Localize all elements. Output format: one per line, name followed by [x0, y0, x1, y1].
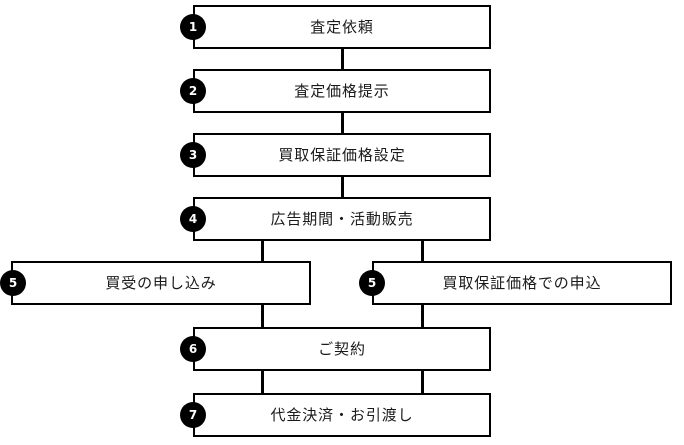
- connector-step5-right-step6: [421, 304, 424, 327]
- flow-step-5-left-label: 買受の申し込み: [105, 273, 217, 292]
- connector-step6-step7-right: [421, 370, 424, 393]
- flow-step-5-right-box[interactable]: 買取保証価格での申込: [372, 261, 672, 305]
- connector-step4-branch-left: [261, 240, 264, 262]
- flow-step-5-left-badge: 5: [0, 270, 26, 296]
- flow-step-3-label: 買取保証価格設定: [278, 145, 406, 164]
- flow-step-4-box[interactable]: 広告期間・活動販売: [193, 197, 491, 241]
- flow-step-1-box[interactable]: 査定依頼: [193, 5, 491, 49]
- flow-step-5-right-badge: 5: [359, 270, 385, 296]
- flow-step-1-label: 査定依頼: [310, 17, 374, 36]
- flow-step-5-left-box[interactable]: 買受の申し込み: [11, 261, 311, 305]
- flow-step-1-badge: 1: [180, 14, 206, 40]
- flow-step-4-number: 4: [188, 212, 198, 226]
- flow-step-4-label: 広告期間・活動販売: [270, 209, 414, 228]
- flow-step-5-right-label: 買取保証価格での申込: [442, 273, 602, 292]
- flow-step-6-number: 6: [188, 342, 198, 356]
- flow-step-6-box[interactable]: ご契約: [193, 327, 491, 371]
- connector-step1-step2: [341, 48, 344, 69]
- flow-step-3-badge: 3: [180, 142, 206, 168]
- connector-step4-branch-right: [421, 240, 424, 262]
- flow-step-7-label: 代金決済・お引渡し: [270, 405, 414, 424]
- flow-step-6-label: ご契約: [318, 339, 366, 358]
- flow-step-7-badge: 7: [180, 402, 206, 428]
- connector-step3-step4: [341, 176, 344, 197]
- flow-step-2-label: 査定価格提示: [294, 81, 390, 100]
- flow-step-2-box[interactable]: 査定価格提示: [193, 69, 491, 113]
- flow-step-2-number: 2: [188, 84, 198, 98]
- connector-step5-left-step6: [261, 304, 264, 327]
- flow-step-7-box[interactable]: 代金決済・お引渡し: [193, 393, 491, 437]
- flow-step-7-number: 7: [188, 408, 198, 422]
- flow-step-2-badge: 2: [180, 78, 206, 104]
- flow-step-1-number: 1: [188, 20, 198, 34]
- flow-step-4-badge: 4: [180, 206, 206, 232]
- connector-step6-step7-left: [261, 370, 264, 393]
- flow-step-3-box[interactable]: 買取保証価格設定: [193, 133, 491, 177]
- connector-step2-step3: [341, 112, 344, 133]
- flow-step-5-right-number: 5: [367, 276, 377, 290]
- flow-step-6-badge: 6: [180, 336, 206, 362]
- flow-step-5-left-number: 5: [8, 276, 18, 290]
- flow-step-3-number: 3: [188, 148, 198, 162]
